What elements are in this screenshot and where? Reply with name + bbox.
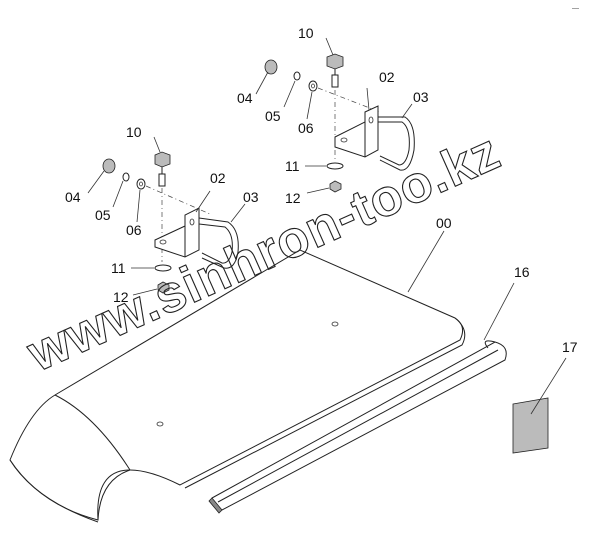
label-11-upper: 11: [285, 158, 300, 174]
nut-upper: [329, 180, 342, 193]
label-05-lower: 05: [95, 207, 111, 223]
label-06-lower: 06: [126, 222, 142, 238]
washer-11-lower: [154, 264, 172, 272]
label-plate: [512, 397, 549, 454]
washer-11-upper: [326, 162, 344, 170]
washer-06-upper: [308, 80, 318, 92]
label-10-upper: 10: [298, 25, 314, 41]
u-bolt-upper: [378, 116, 415, 171]
label-05-upper: 05: [265, 108, 281, 124]
nut-lower: [157, 281, 170, 294]
washer-05-lower: [122, 172, 130, 182]
bracket-02-lower: [154, 207, 200, 258]
label-11-lower: 11: [111, 260, 126, 276]
label-04-lower: 04: [65, 189, 81, 205]
bracket-02-upper: [334, 105, 379, 158]
label-06-upper: 06: [298, 120, 314, 136]
label-04-upper: 04: [237, 90, 253, 106]
cover-plate: [9, 249, 466, 523]
part-labels: 10 04 05 06 02 03 11 12 10 04 05 06 02 0…: [65, 25, 578, 355]
label-17: 17: [562, 339, 578, 355]
label-02-lower: 02: [210, 170, 226, 186]
label-12-upper: 12: [285, 190, 301, 206]
washer-05-upper: [293, 71, 301, 81]
bolt-lower: [154, 151, 171, 187]
label-03-lower: 03: [243, 189, 259, 205]
label-03-upper: 03: [413, 89, 429, 105]
label-00: 00: [436, 215, 452, 231]
leader-lines: [87, 37, 567, 415]
cap-lower: [102, 158, 116, 174]
label-16: 16: [514, 264, 530, 280]
bracket-assembly-lower: [102, 151, 239, 294]
bolt-upper: [326, 53, 344, 88]
bracket-assembly-upper: [264, 53, 415, 193]
cap-upper: [264, 59, 278, 75]
u-bolt-lower: [198, 217, 239, 269]
corner-mark: —: [572, 5, 579, 12]
label-02-upper: 02: [379, 69, 395, 85]
label-12-lower: 12: [113, 289, 129, 305]
trim-strip: [208, 340, 507, 514]
washer-06-lower: [136, 178, 146, 190]
label-10-lower: 10: [126, 124, 142, 140]
